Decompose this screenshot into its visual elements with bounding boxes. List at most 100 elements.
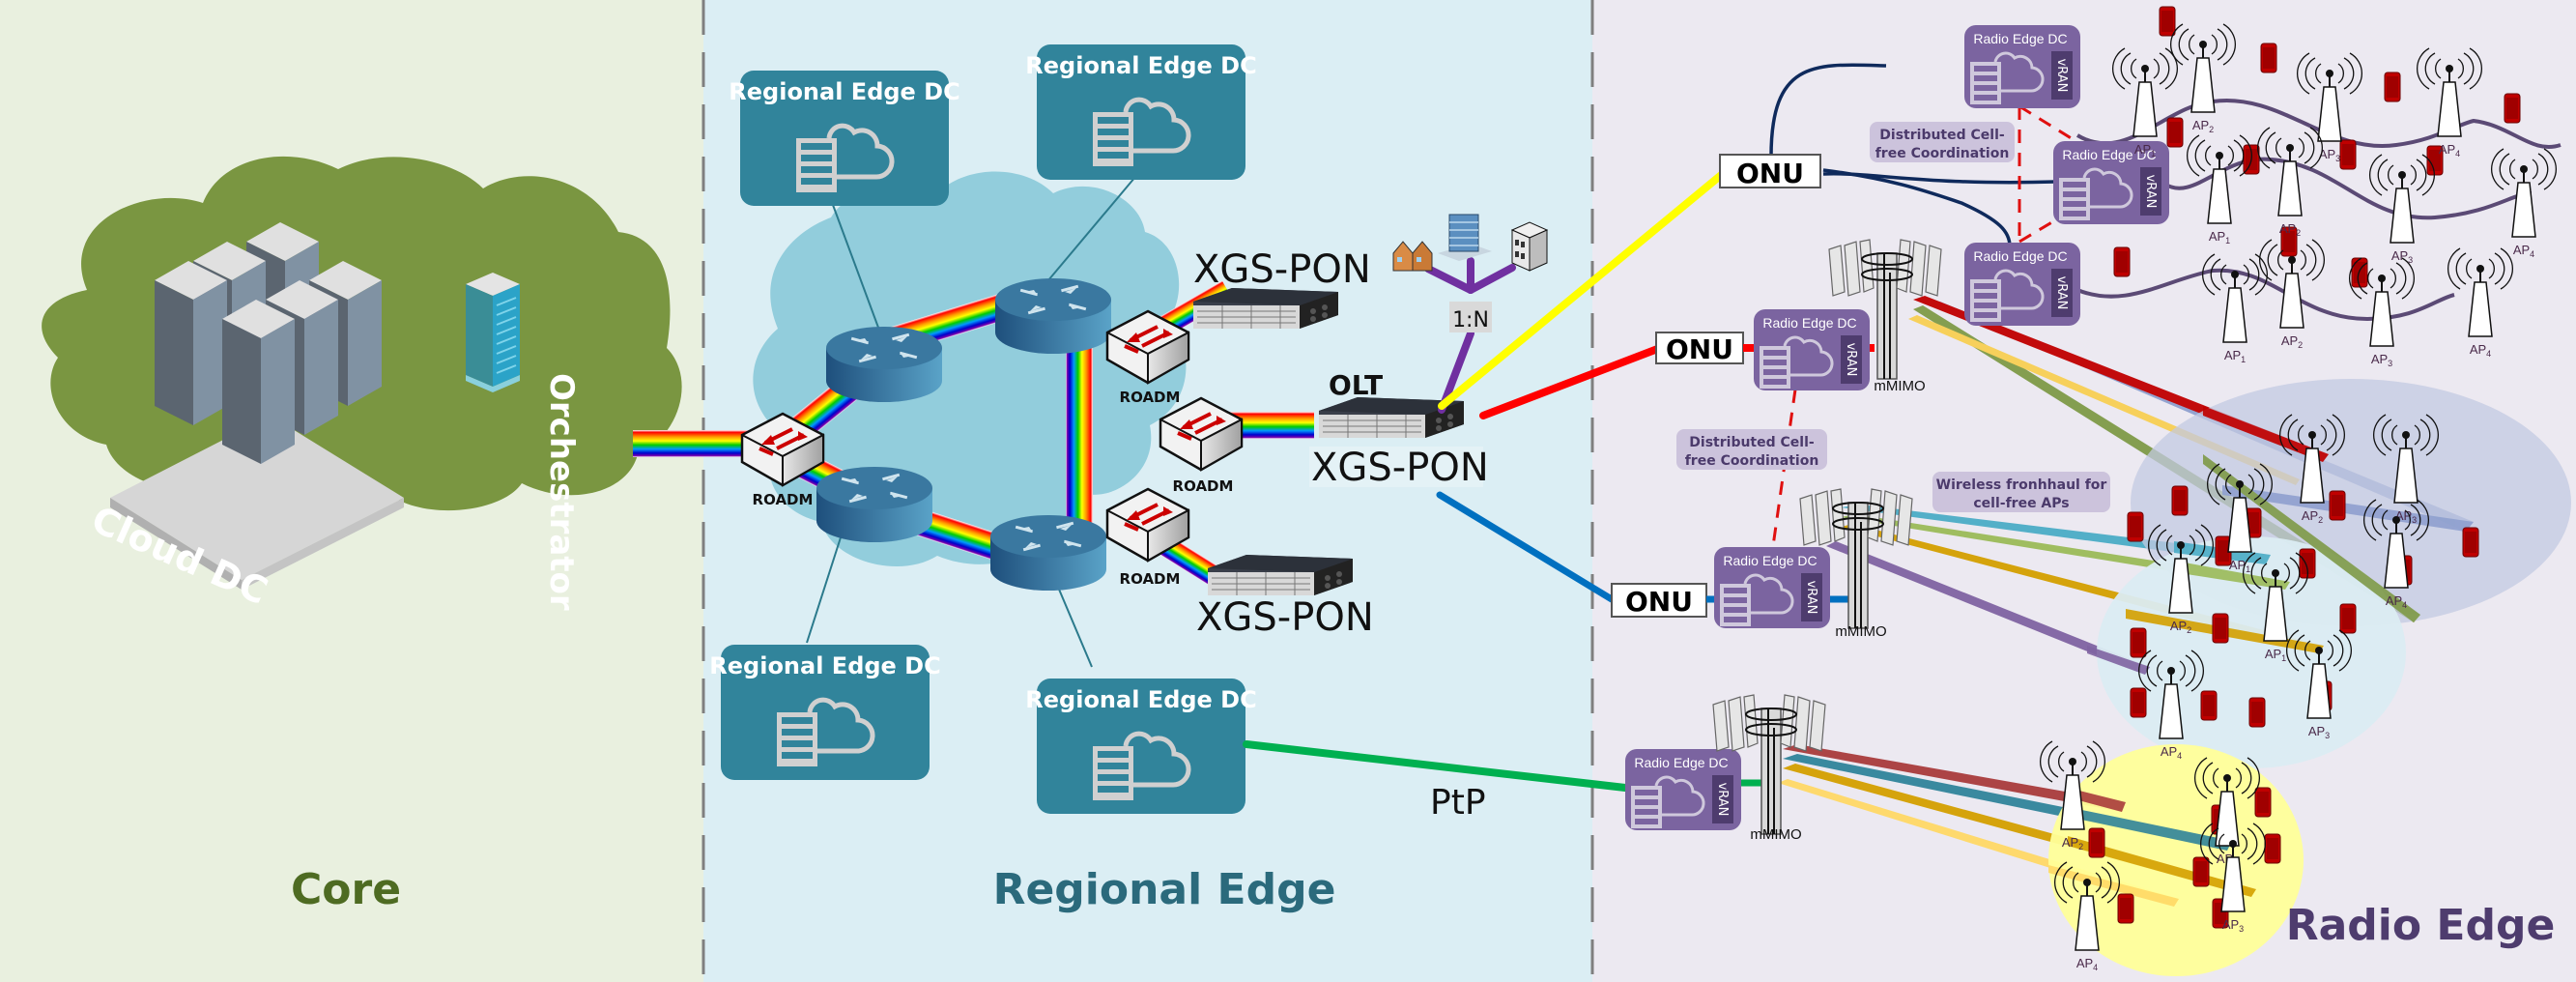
onu-device[interactable]: ONU <box>1611 583 1707 618</box>
access-point[interactable]: AP2 <box>2278 414 2346 525</box>
access-point[interactable]: AP1 <box>2242 552 2309 663</box>
orchestrator-server-icon <box>466 273 520 392</box>
access-point[interactable]: AP4 <box>2416 47 2483 159</box>
radio-edge-dc[interactable]: Radio Edge DC vRAN <box>1625 749 1741 830</box>
access-point[interactable]: AP1 <box>2201 253 2269 364</box>
green-ptp-link <box>1243 740 1629 792</box>
core-dwdm-link <box>633 430 754 457</box>
svg-text:cell-free APs: cell-free APs <box>1973 496 2069 511</box>
xgs-pon-olt-icon[interactable] <box>1207 554 1354 596</box>
user-device-icon <box>2192 856 2210 887</box>
cell-free-coordination-note: Distributed Cell- free Coordination <box>1676 429 1827 470</box>
router-icon[interactable] <box>995 278 1111 354</box>
radio-edge-dc[interactable]: Radio Edge DC vRAN <box>1964 25 2080 108</box>
ap-label: AP4 <box>2439 142 2460 159</box>
user-device-icon <box>2117 893 2134 924</box>
ap-label: AP4 <box>2513 243 2534 259</box>
access-point[interactable]: AP2 <box>2258 239 2326 350</box>
access-point[interactable]: AP4 <box>2447 247 2514 359</box>
red-fiber-link <box>1479 344 1664 419</box>
user-device-icon <box>2130 627 2147 658</box>
radio-edge-dc[interactable]: Radio Edge DC vRAN <box>1754 309 1870 390</box>
ap-label: AP2 <box>2192 118 2214 134</box>
svg-text:vRAN: vRAN <box>1844 343 1858 377</box>
vran-badge <box>1841 335 1862 384</box>
svg-text:free Coordination: free Coordination <box>1875 146 2010 161</box>
roadm-label: ROADM <box>753 491 814 508</box>
user-device-icon <box>2264 833 2281 864</box>
access-point[interactable]: AP3 <box>2348 257 2416 368</box>
regional-edge-dc[interactable]: Regional Edge DC <box>1025 679 1257 814</box>
svg-text:vRAN: vRAN <box>2054 276 2069 310</box>
access-point[interactable]: AP3 <box>2199 823 2267 934</box>
onu-device[interactable]: ONU <box>1655 332 1744 365</box>
user-device-icon <box>2384 72 2401 102</box>
access-point[interactable]: AP3 <box>2372 414 2440 525</box>
user-device-icon <box>2260 43 2277 73</box>
xgs-pon-olt-icon[interactable] <box>1192 287 1339 330</box>
core-zone-title: Core <box>291 865 401 914</box>
xgs-pon-label: XGS-PON <box>1196 595 1374 640</box>
access-point[interactable]: AP4 <box>2053 861 2121 972</box>
vran-badge <box>2051 269 2073 317</box>
access-point[interactable]: AP2 <box>2147 524 2215 635</box>
ap-label: AP4 <box>2076 956 2098 972</box>
access-point[interactable]: AP3 <box>2368 154 2436 265</box>
access-point[interactable]: AP3 <box>2296 52 2363 163</box>
access-point[interactable]: AP2 <box>2256 127 2324 238</box>
radio-edge-dc[interactable]: Radio Edge DC vRAN <box>2053 141 2169 224</box>
user-device-icon <box>2329 490 2346 521</box>
access-point[interactable]: AP4 <box>2137 650 2205 761</box>
ap-label: AP4 <box>2161 744 2182 761</box>
access-point[interactable]: AP3 <box>2285 629 2353 740</box>
svg-text:Radio Edge DC: Radio Edge DC <box>1634 755 1728 770</box>
access-point[interactable]: AP1 <box>2206 463 2274 574</box>
svg-text:free Coordination: free Coordination <box>1685 453 1819 469</box>
access-point[interactable]: AP4 <box>2362 499 2430 610</box>
access-point[interactable]: AP4 <box>2490 148 2558 259</box>
access-point[interactable]: AP1 <box>2186 134 2253 246</box>
ap-label: AP3 <box>2371 352 2392 368</box>
svg-text:Radio Edge DC: Radio Edge DC <box>1762 315 1856 331</box>
access-point[interactable]: AP1 <box>2111 47 2179 159</box>
onu-device[interactable]: ONU <box>1719 154 1821 189</box>
user-device-icon <box>2200 690 2218 721</box>
vran-badge <box>1801 573 1822 621</box>
user-device-icon <box>2127 511 2144 542</box>
radio-edge-dc[interactable]: Radio Edge DC vRAN <box>1964 243 2080 326</box>
router-icon[interactable] <box>826 327 942 402</box>
ap-label: AP2 <box>2281 333 2303 350</box>
vran-badge <box>1712 775 1733 823</box>
svg-text:vRAN: vRAN <box>2054 59 2069 93</box>
svg-text:vRAN: vRAN <box>1715 783 1730 817</box>
access-point[interactable]: AP2 <box>2169 23 2237 134</box>
user-device-icon <box>2130 687 2147 718</box>
ap-chain-links <box>2075 98 2562 322</box>
office-building-icon <box>1438 214 1492 261</box>
fiber-links <box>1243 168 1729 792</box>
ap-label: AP4 <box>2386 593 2407 610</box>
ap-label: AP1 <box>2134 142 2156 159</box>
wireless-fronthaul-note: Wireless fronhhaul for cell-free APs <box>1932 472 2110 512</box>
vran-badge <box>2140 167 2161 216</box>
regional-edge-dc[interactable]: Regional Edge DC <box>709 645 941 780</box>
radio-edge-dc[interactable]: Radio Edge DC vRAN <box>1714 547 1830 628</box>
roadm-label: ROADM <box>1120 389 1181 406</box>
router-icon[interactable] <box>816 467 932 542</box>
user-device-icon <box>2351 257 2368 288</box>
regional-edge-dc[interactable]: Regional Edge DC <box>1025 44 1257 180</box>
houses-icon <box>1392 241 1433 272</box>
svg-text:ONU: ONU <box>1625 586 1693 618</box>
svg-text:Radio Edge DC: Radio Edge DC <box>1973 31 2067 46</box>
access-point[interactable]: AP2 <box>2039 740 2106 852</box>
ap-label: AP1 <box>2224 348 2246 364</box>
orchestrator-label: Orchestrator <box>542 373 581 611</box>
yellow-fiber-link <box>1438 168 1729 410</box>
mmimo-label: mMIMO <box>1750 826 1801 843</box>
router-icon[interactable] <box>990 515 1106 591</box>
regional-edge-dc[interactable]: Regional Edge DC <box>729 71 960 206</box>
xgs-pon-label: XGS-PON <box>1193 247 1371 292</box>
user-device-icon <box>2254 787 2272 818</box>
